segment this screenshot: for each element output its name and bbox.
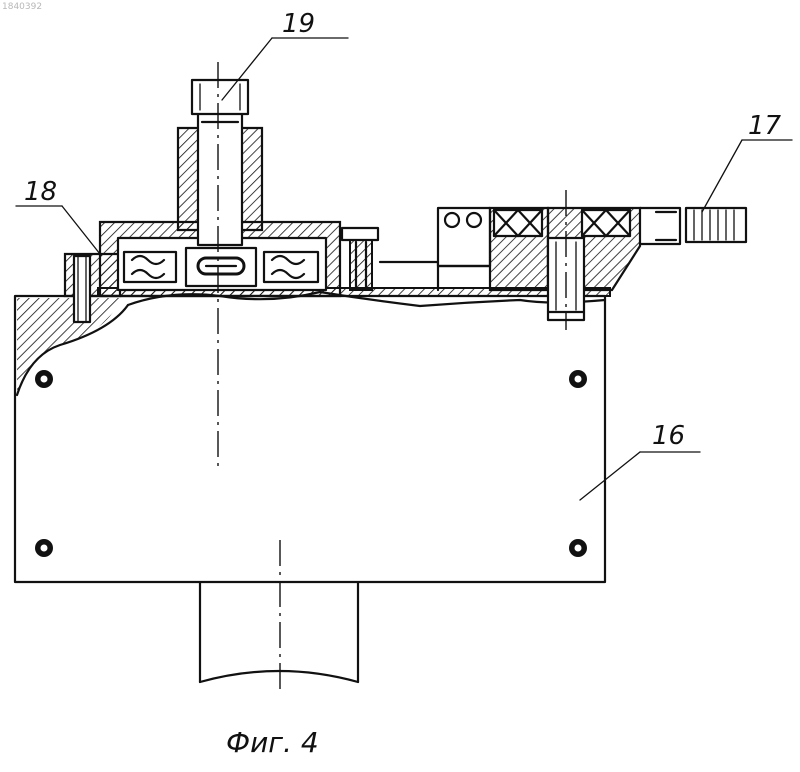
label-17: 17 (748, 111, 782, 141)
middle-screw (342, 228, 378, 290)
mount-hole-top-right (569, 370, 587, 388)
leader-18 (16, 206, 100, 254)
label-18: 18 (24, 177, 57, 207)
label-19: 19 (282, 9, 315, 39)
housing-16 (15, 292, 605, 582)
right-bridge (380, 208, 548, 290)
mount-hole-bottom-right (569, 539, 587, 557)
figure-caption: Фиг. 4 (226, 726, 319, 759)
mount-hole-bottom-left (35, 539, 53, 557)
leader-17 (702, 140, 792, 212)
input-shaft-19 (178, 80, 262, 245)
label-16: 16 (652, 421, 685, 451)
gear-17 (640, 208, 746, 244)
right-seal (264, 252, 318, 282)
center-keyway (186, 248, 256, 286)
left-seal (124, 252, 176, 282)
document-id: 1840392 (2, 2, 42, 12)
output-shaft (200, 582, 358, 682)
mount-hole-top-left (35, 370, 53, 388)
